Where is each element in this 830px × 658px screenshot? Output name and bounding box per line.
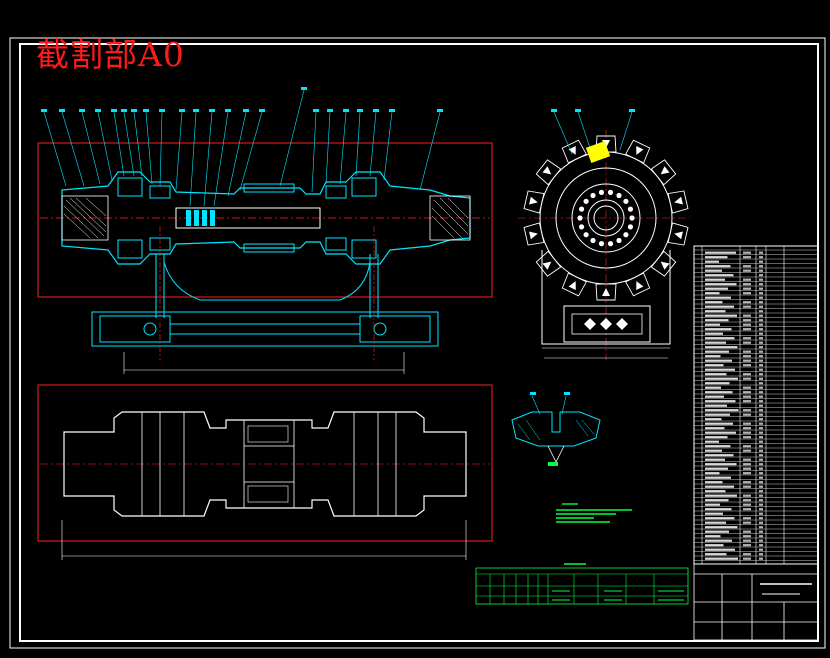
- bolt-hole: [616, 237, 622, 244]
- cutter-detail-view: [511, 392, 601, 466]
- bolt-hole: [607, 189, 614, 195]
- bolt-hole: [583, 198, 589, 204]
- bolt-hole: [590, 192, 596, 199]
- bolt-hole: [578, 224, 585, 230]
- bolt-hole: [578, 206, 585, 212]
- bolt-hole: [629, 215, 635, 221]
- cutting-drum-end-view: [518, 109, 690, 360]
- pick-holder: [650, 159, 677, 186]
- pick-holder: [535, 159, 562, 186]
- bolt-hole: [598, 241, 605, 247]
- technical-notes: [556, 503, 632, 523]
- title-block: [693, 563, 819, 641]
- bolt-hole: [590, 237, 596, 244]
- bolt-hole: [607, 241, 614, 247]
- pick-holder: [561, 272, 588, 297]
- pick-holder: [595, 283, 617, 301]
- pick-holder: [624, 139, 651, 164]
- bolt-hole: [623, 232, 629, 238]
- bolt-hole: [627, 206, 634, 212]
- bolt-hole: [583, 232, 589, 238]
- main-section-view: [37, 87, 493, 374]
- pick-holder: [667, 222, 689, 246]
- bolt-hole: [577, 215, 583, 221]
- drawing-title: 截割部A0: [36, 35, 185, 74]
- pick-holder: [667, 190, 689, 214]
- pick-holder: [624, 272, 651, 297]
- bolt-hole: [627, 224, 634, 230]
- pick-holder: [523, 222, 545, 246]
- plan-view: [37, 384, 493, 560]
- pick-holder: [650, 250, 677, 277]
- parts-list: [693, 245, 819, 565]
- pick-holder: [523, 190, 545, 214]
- pick-holder: [561, 139, 588, 164]
- outer-frame: [9, 37, 826, 649]
- bolt-hole: [616, 192, 622, 199]
- parameter-table: [475, 563, 689, 605]
- pick-holder: [535, 250, 562, 277]
- bolt-hole: [598, 189, 605, 195]
- bolt-hole: [623, 198, 629, 204]
